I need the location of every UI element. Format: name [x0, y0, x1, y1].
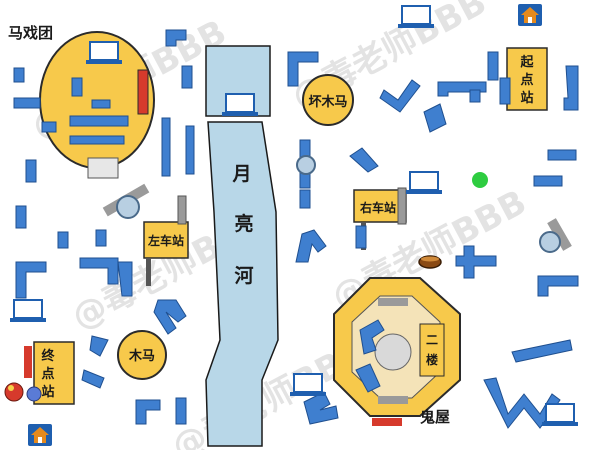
cameras: [102, 155, 572, 253]
wall-segment: [511, 339, 573, 363]
river-char: 河: [234, 265, 253, 287]
wall-segment: [533, 175, 563, 187]
river-char: 亮: [234, 212, 253, 235]
start-char: 起: [519, 54, 534, 70]
wall-segment: [15, 261, 47, 299]
wooden-horse-label: 木马: [128, 348, 155, 364]
wall-segment: [165, 29, 187, 47]
wall-segment: [161, 117, 171, 177]
end-char: 站: [41, 384, 54, 400]
left-station-label: 左车站: [147, 233, 184, 248]
laptop-icon[interactable]: [542, 403, 578, 426]
left-station[interactable]: 左车站: [143, 195, 189, 286]
wall-segment: [79, 257, 119, 285]
wall-segment: [469, 89, 481, 103]
haunted-house-label: 鬼屋: [420, 408, 450, 426]
wall-segment: [41, 121, 57, 133]
broken-horse[interactable]: 坏木马: [302, 74, 354, 126]
laptop-icon[interactable]: [290, 373, 326, 396]
start-char: 站: [520, 90, 533, 106]
tower-char: 二: [426, 333, 438, 347]
wall-segment: [437, 81, 487, 97]
wall-segment: [379, 79, 421, 113]
river-char: 月: [231, 163, 251, 185]
wall-segment: [355, 225, 367, 249]
wall-segment: [95, 229, 107, 247]
wall-segment: [423, 103, 447, 133]
wall-segment: [117, 261, 133, 297]
laptop-icon[interactable]: [406, 171, 442, 194]
wall-segment: [13, 67, 25, 83]
wall-segment: [359, 319, 385, 355]
wall-segment: [135, 399, 161, 425]
wall-segment: [185, 125, 195, 175]
wall-segment: [295, 229, 327, 263]
laptop-icon[interactable]: [86, 41, 122, 64]
wall-segment: [15, 205, 27, 229]
wall-segment: [175, 397, 187, 425]
end-char: 终: [41, 348, 55, 364]
wall-segment: [153, 299, 187, 335]
camera-icon: [102, 183, 150, 219]
wall-segment: [487, 51, 499, 81]
wall-segment: [81, 369, 105, 389]
wall-segment: [563, 65, 579, 111]
wall-segment: [537, 275, 579, 297]
wall-segment: [69, 135, 125, 145]
circus-label: 马戏团: [8, 24, 53, 42]
home-icon[interactable]: [28, 424, 52, 446]
right-station-label: 右车站: [359, 200, 396, 215]
bowl-icon[interactable]: [418, 255, 442, 269]
start-char: 点: [520, 72, 533, 88]
wall-segment: [89, 335, 109, 357]
moon-river: 月 亮 河: [205, 45, 279, 447]
wall-segment: [287, 51, 319, 87]
laptops: [10, 5, 578, 426]
wall-segment: [181, 65, 193, 89]
tower-char: 楼: [426, 352, 438, 367]
start-station[interactable]: 起 点 站: [506, 47, 548, 111]
wall-segment: [547, 149, 577, 161]
haunted-house[interactable]: 二 楼: [333, 277, 461, 426]
end-char: 点: [41, 366, 54, 382]
camera-icon: [296, 155, 316, 175]
wall-segment: [349, 147, 379, 173]
walls: [13, 29, 579, 429]
broken-horse-label: 坏木马: [308, 94, 347, 110]
player-marker[interactable]: [472, 172, 488, 188]
character-sprite[interactable]: [4, 382, 42, 402]
wall-segment: [299, 189, 311, 209]
laptop-icon[interactable]: [398, 5, 434, 28]
wall-segment: [483, 377, 561, 429]
camera-icon: [539, 218, 572, 253]
home-icon[interactable]: [518, 4, 542, 26]
laptop-icon[interactable]: [222, 93, 258, 116]
wall-segment: [25, 159, 37, 183]
wall-segment: [69, 115, 129, 127]
wall-segment: [455, 245, 497, 279]
wall-segment: [499, 77, 511, 105]
wall-segment: [355, 363, 381, 393]
wooden-horse[interactable]: 木马: [117, 330, 167, 380]
right-station[interactable]: 右车站: [353, 187, 407, 250]
wall-segment: [91, 99, 111, 109]
laptop-icon[interactable]: [10, 299, 46, 322]
wall-segment: [71, 77, 83, 97]
wall-segment: [13, 97, 41, 109]
wall-segment: [57, 231, 69, 249]
